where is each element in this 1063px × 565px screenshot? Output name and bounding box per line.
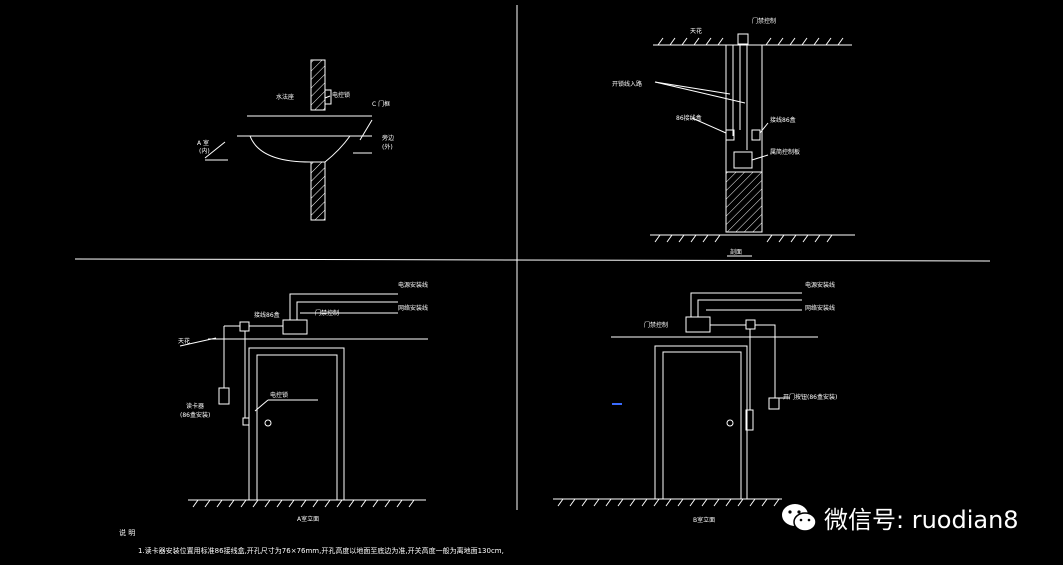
label-a-lock: 电控锁	[270, 391, 288, 399]
label-b-net: 网络安装线	[805, 304, 835, 312]
label-side-a-sub: (内)	[199, 147, 210, 155]
label-wall-hole: 水法座	[276, 93, 294, 101]
notes-line-1: 1.读卡器安装位置用标准86接线盒,开孔尺寸为76×76mm,开孔高度以地面至底…	[138, 546, 504, 555]
quadrant-dividers	[74, 5, 991, 510]
label-top-caption: 剖面	[730, 248, 742, 256]
wall-section-plan	[204, 59, 373, 221]
label-c-frame: C 门框	[372, 100, 390, 108]
label-a-reader: 读卡器	[186, 402, 204, 410]
label-a-reader-sub: (86盒安装)	[180, 411, 210, 419]
label-side-b: 旁边	[382, 134, 394, 142]
watermark: 微信号: ruodian8	[780, 500, 1019, 535]
label-a-net: 网络安装线	[398, 304, 428, 312]
wechat-icon	[782, 503, 817, 532]
label-a-ctrl: 门禁控制	[315, 309, 339, 317]
label-top-lock: 门禁控制	[752, 17, 776, 25]
label-side-a: A 室	[197, 139, 209, 147]
label-top-ctrl: 属简控制板	[770, 148, 800, 156]
label-b-ctrl: 门禁控制	[644, 321, 668, 329]
vertical-section	[650, 33, 855, 257]
label-b-card: 电源安装线	[805, 281, 835, 289]
elevation-b	[553, 292, 818, 507]
label-b-caption: B室立面	[693, 516, 715, 524]
label-top-lines: 开锁线入路	[612, 80, 642, 88]
label-top-box1: 86接线盒	[676, 114, 702, 122]
label-b-btn: 开门按钮(86盒安装)	[783, 393, 837, 401]
label-a-box: 接线86盒	[254, 311, 280, 319]
label-a-caption: A室立面	[297, 515, 319, 523]
label-lock: 电控锁	[332, 91, 350, 99]
notes-title: 说 明	[119, 528, 135, 537]
label-side-b-sub: (外)	[382, 143, 393, 151]
label-top-ceiling: 天花	[690, 27, 702, 35]
label-top-box2: 接线86盒	[770, 116, 796, 124]
label-a-ceiling: 天花	[178, 337, 190, 345]
label-a-card: 电源安装线	[398, 281, 428, 289]
watermark-text: 微信号: ruodian8	[824, 506, 1019, 534]
elevation-a	[179, 293, 428, 508]
